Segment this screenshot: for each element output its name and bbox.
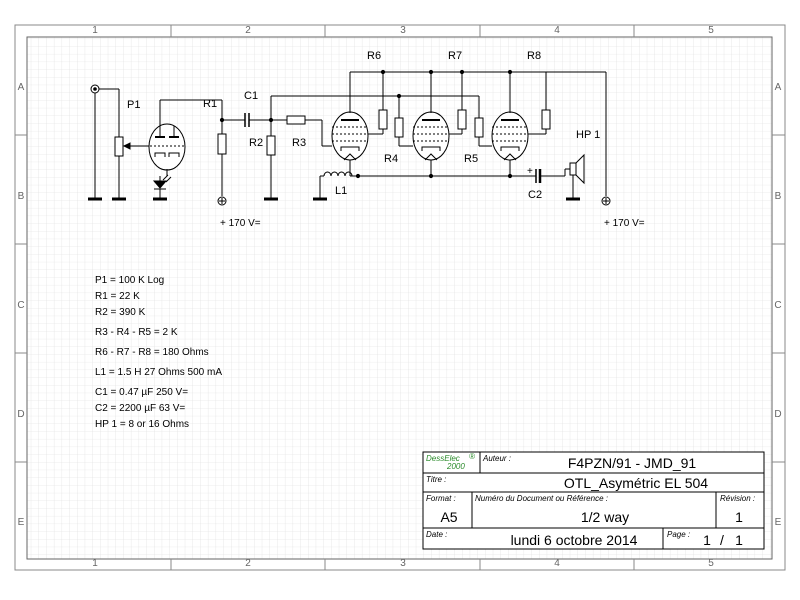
label-r1: R1 <box>203 98 217 110</box>
label-r7: R7 <box>448 50 462 62</box>
title-label: Titre : <box>426 475 446 484</box>
ruler-row-A-left: A <box>18 82 25 93</box>
label-r3: R3 <box>292 137 306 149</box>
page-number: 1 <box>703 532 711 548</box>
format-value: A5 <box>440 509 457 525</box>
parts-list-item: R3 - R4 - R5 = 2 K <box>95 327 178 338</box>
logo-reg: ® <box>469 452 475 461</box>
ruler-row-B-right: B <box>775 191 782 202</box>
label-r4: R4 <box>384 153 398 165</box>
ruler-column-5-bottom: 5 <box>708 558 714 569</box>
label-r8: R8 <box>527 50 541 62</box>
date-value: lundi 6 octobre 2014 <box>511 532 638 548</box>
parts-list-item: L1 = 1.5 H 27 Ohms 500 mA <box>95 367 222 378</box>
supply-left-label: + 170 V= <box>220 218 261 229</box>
label-r5: R5 <box>464 153 478 165</box>
ruler-column-3-bottom: 3 <box>400 558 406 569</box>
label-l1: L1 <box>335 185 347 197</box>
parts-list-item: C1 = 0.47 µF 250 V= <box>95 387 188 398</box>
parts-list-item: R1 = 22 K <box>95 291 140 302</box>
author-value: F4PZN/91 - JMD_91 <box>568 455 697 471</box>
ruler-row-C-left: C <box>17 300 24 311</box>
supply-right-label: + 170 V= <box>604 218 645 229</box>
title-block: DessElec ® 2000 Auteur : F4PZN/91 - JMD_… <box>422 451 765 550</box>
parts-list-item: P1 = 100 K Log <box>95 275 164 286</box>
ruler-column-3-top: 3 <box>400 25 406 36</box>
label-c2-plus: + <box>527 166 533 177</box>
ruler-column-4-bottom: 4 <box>554 558 560 569</box>
circuit <box>88 69 611 206</box>
logo-line1: DessElec <box>426 454 460 463</box>
ruler-column-5-top: 5 <box>708 25 714 36</box>
page-separator: / <box>720 532 724 548</box>
parts-list-item: C2 = 2200 µF 63 V= <box>95 403 185 414</box>
ruler-column-2-top: 2 <box>245 25 251 36</box>
page-label: Page : <box>667 530 690 539</box>
ruler-row-A-right: A <box>775 82 782 93</box>
ruler-column-2-bottom: 2 <box>245 558 251 569</box>
label-c2: C2 <box>528 189 542 201</box>
ruler-row-B-left: B <box>18 191 25 202</box>
revision-label: Révision : <box>720 494 755 503</box>
label-r2: R2 <box>249 137 263 149</box>
label-r6: R6 <box>367 50 381 62</box>
date-label: Date : <box>426 530 447 539</box>
ruler-row-E-left: E <box>18 517 25 528</box>
title-value: OTL_Asymétric EL 504 <box>564 475 708 491</box>
ruler-column-4-top: 4 <box>554 25 560 36</box>
ruler-row-D-right: D <box>774 409 781 420</box>
ruler-ticks <box>15 25 785 570</box>
label-hp1: HP 1 <box>576 129 600 141</box>
author-label: Auteur : <box>482 454 511 463</box>
parts-list-item: R2 = 390 K <box>95 307 146 318</box>
docnum-value: 1/2 way <box>581 509 629 525</box>
label-c1: C1 <box>244 90 258 102</box>
page-total: 1 <box>735 532 743 548</box>
parts-list: P1 = 100 K Log R1 = 22 K R2 = 390 K R3 - R4… <box>95 275 222 430</box>
ruler-row-E-right: E <box>775 517 782 528</box>
revision-value: 1 <box>735 509 743 525</box>
format-label: Format : <box>426 494 456 503</box>
label-p1: P1 <box>127 99 140 111</box>
ruler-row-C-right: C <box>774 300 781 311</box>
parts-list-item: R6 - R7 - R8 = 180 Ohms <box>95 347 209 358</box>
docnum-label: Numéro du Document ou Référence : <box>475 494 608 503</box>
ruler-row-D-left: D <box>17 409 24 420</box>
logo-line2: 2000 <box>446 462 465 471</box>
ruler-column-1-top: 1 <box>92 25 98 36</box>
parts-list-item: HP 1 = 8 or 16 Ohms <box>95 419 189 430</box>
ruler-column-1-bottom: 1 <box>92 558 98 569</box>
